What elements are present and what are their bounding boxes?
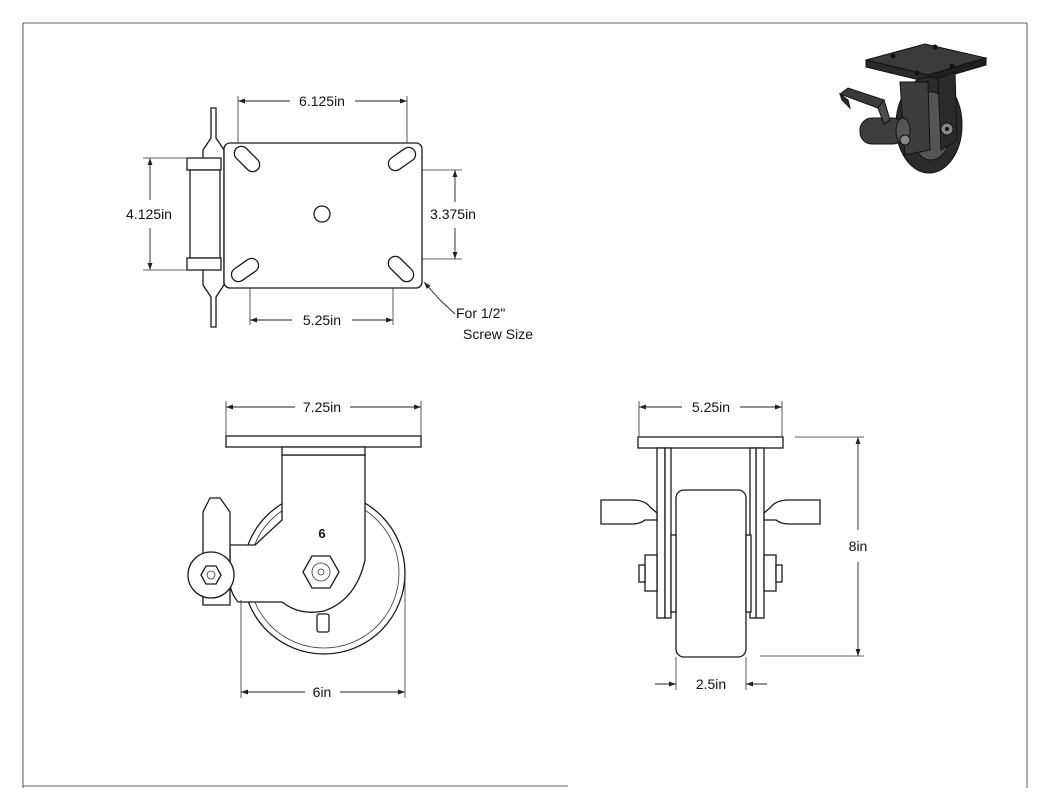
top-view: 6.125in 4.125in 3.375in 5.25in For 1/2" … [126, 93, 533, 342]
dim-bolt-spacing-length: 5.25in [303, 312, 341, 328]
drawing-border [22, 22, 1028, 788]
dim-side-overall-length: 7.25in [303, 399, 341, 415]
dim-front-overall-width: 5.25in [692, 399, 730, 415]
front-view: 5.25in 8in 2.5in [600, 399, 868, 692]
screw-note-line2: Screw Size [463, 326, 533, 342]
dim-overall-height: 8in [849, 538, 868, 554]
caster-3d-render [838, 43, 988, 174]
screw-note-line1: For 1/2" [456, 305, 505, 321]
dim-plate-length: 6.125in [299, 93, 345, 109]
dim-plate-width: 4.125in [126, 206, 172, 222]
dim-wheel-diameter: 6in [313, 684, 332, 700]
mounting-slot [230, 145, 417, 283]
wheel-size-mark: 6 [318, 526, 325, 541]
dim-wheel-width: 2.5in [696, 676, 726, 692]
side-view: 6 7.25in 6in [187, 399, 422, 700]
dim-bolt-spacing-width: 3.375in [430, 206, 476, 222]
